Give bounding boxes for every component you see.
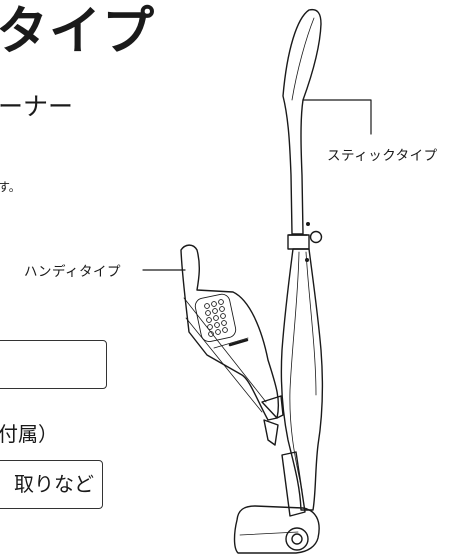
- accessory-box: 取りなど: [0, 460, 103, 509]
- floor-head: [233, 505, 320, 554]
- stick-leader-line: [302, 99, 372, 135]
- handy-unit: [180, 244, 280, 421]
- filter-grille-icon: [194, 293, 237, 343]
- vacuum-body: [280, 248, 324, 511]
- empty-text-box: [0, 340, 107, 389]
- stick-type-label: スティックタイプ: [327, 148, 438, 164]
- vacuum-handle: [282, 8, 322, 235]
- release-button: [309, 230, 323, 244]
- page-subtitle: ーナー: [0, 92, 74, 121]
- accessory-text: 付属）: [0, 422, 58, 446]
- floor-wheel: [285, 527, 309, 551]
- accessory-box-text: 取りなど: [14, 472, 94, 496]
- vacuum-joint: [287, 234, 310, 250]
- note-text: す。: [0, 180, 21, 194]
- handy-type-label: ハンディタイプ: [24, 264, 122, 280]
- page-title: タイプ: [0, 2, 156, 62]
